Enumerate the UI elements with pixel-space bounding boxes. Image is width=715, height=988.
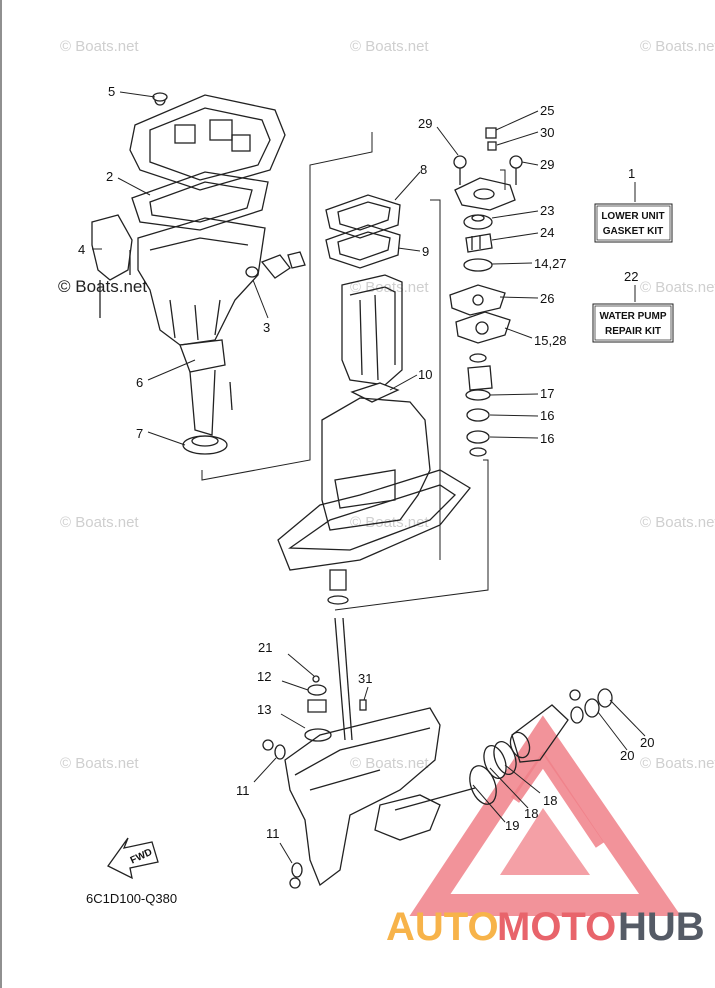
label-part-20: 20 xyxy=(640,735,654,750)
label-part-25: 25 xyxy=(540,103,554,118)
label-part-22: 22 xyxy=(624,269,638,284)
label-part-12: 12 xyxy=(257,669,271,684)
water-pump-kit-line1: WATER PUMP xyxy=(599,311,666,322)
label-part-17: 17 xyxy=(540,386,554,401)
watermark: © Boats.net xyxy=(350,755,429,772)
label-part-23: 23 xyxy=(540,203,554,218)
label-part-31: 31 xyxy=(358,671,372,686)
gasket-kit-box: LOWER UNIT GASKET KIT xyxy=(594,203,673,243)
label-part-13: 13 xyxy=(257,702,271,717)
label-part-11: 11 xyxy=(266,826,280,841)
label-part-6: 6 xyxy=(136,375,143,390)
label-part-16: 16 xyxy=(540,408,554,423)
label-part-16: 16 xyxy=(540,431,554,446)
label-part-7: 7 xyxy=(136,426,143,441)
diagram-code: 6C1D100-Q380 xyxy=(86,891,177,906)
label-part-4: 4 xyxy=(78,242,85,257)
label-part-19: 19 xyxy=(505,818,519,833)
water-pump-kit-box: WATER PUMP REPAIR KIT xyxy=(592,303,674,343)
label-part-9: 9 xyxy=(422,244,429,259)
gasket-kit-line1: LOWER UNIT xyxy=(601,211,664,222)
watermark: © Boats.net xyxy=(58,277,147,296)
upper-casing-assembly xyxy=(91,92,306,455)
label-part-21: 21 xyxy=(258,640,272,655)
upper-case-assembly xyxy=(277,194,471,605)
watermark: © Boats.net xyxy=(640,755,715,772)
label-part-29: 29 xyxy=(540,157,554,172)
leader-lines xyxy=(92,91,646,864)
label-part-20: 20 xyxy=(620,748,634,763)
brand-moto: MOTO xyxy=(497,905,616,949)
label-part-24: 24 xyxy=(540,225,554,240)
watermark: © Boats.net xyxy=(60,514,139,531)
watermark: © Boats.net xyxy=(640,279,715,296)
label-part-18: 18 xyxy=(543,793,557,808)
label-part-1: 1 xyxy=(628,166,635,181)
label-part-18: 18 xyxy=(524,806,538,821)
gear-case-assembly xyxy=(262,617,613,889)
label-part-26: 26 xyxy=(540,291,554,306)
watermark: © Boats.net xyxy=(350,38,429,55)
label-part-30: 30 xyxy=(540,125,554,140)
label-part-2: 2 xyxy=(106,169,113,184)
gasket-kit-line2: GASKET KIT xyxy=(603,226,664,237)
label-part-10: 10 xyxy=(418,367,432,382)
water-pump-assembly xyxy=(449,127,523,457)
brand-logo-text: AUTO MOTO HUB xyxy=(386,905,705,949)
watermark: © Boats.net xyxy=(640,38,715,55)
label-part-15-28: 15,28 xyxy=(534,333,567,348)
brand-hub: HUB xyxy=(618,905,705,949)
group-bracket-lines xyxy=(201,132,506,611)
watermark: © Boats.net xyxy=(350,279,429,296)
label-part-29: 29 xyxy=(418,116,432,131)
brand-auto: AUTO xyxy=(386,905,499,949)
fwd-arrow-icon: FWD xyxy=(107,837,159,880)
label-part-8: 8 xyxy=(420,162,427,177)
watermark: © Boats.net xyxy=(60,38,139,55)
water-pump-kit-line2: REPAIR KIT xyxy=(605,326,661,337)
watermark: © Boats.net xyxy=(60,755,139,772)
brand-logo-triangle xyxy=(409,715,681,916)
label-part-3: 3 xyxy=(263,320,270,335)
watermark: © Boats.net xyxy=(350,514,429,531)
label-part-11: 11 xyxy=(236,783,250,798)
label-part-5: 5 xyxy=(108,84,115,99)
label-part-14-27: 14,27 xyxy=(534,256,567,271)
watermark: © Boats.net xyxy=(640,514,715,531)
